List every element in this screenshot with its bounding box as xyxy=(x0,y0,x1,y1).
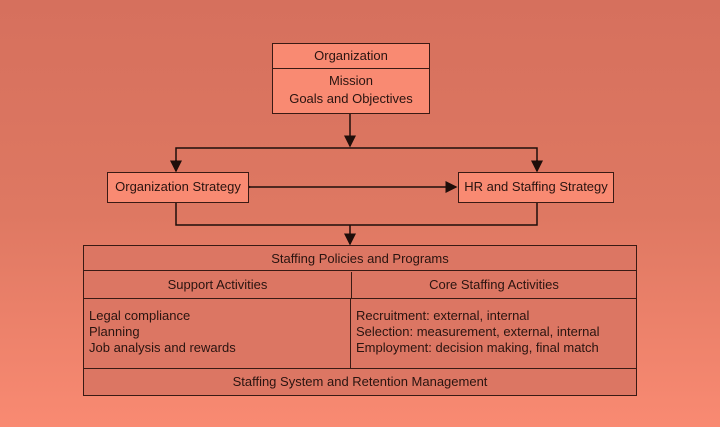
staffing-policies-table: Staffing Policies and Programs Support A… xyxy=(83,245,637,396)
list-item: Selection: measurement, external, intern… xyxy=(356,324,600,339)
support-activities-header: Support Activities xyxy=(84,271,352,298)
mission-line: Mission xyxy=(328,73,374,88)
list-item: Planning xyxy=(89,324,140,339)
hr-staffing-strategy-box: HR and Staffing Strategy xyxy=(458,172,614,203)
activity-lists: Legal compliance Planning Job analysis a… xyxy=(84,299,636,369)
core-list: Recruitment: external, internal Selectio… xyxy=(351,299,636,368)
goals-line: Goals and Objectives xyxy=(289,91,413,106)
organization-strategy-box: Organization Strategy xyxy=(107,172,249,203)
support-list: Legal compliance Planning Job analysis a… xyxy=(84,299,351,368)
list-item: Employment: decision making, final match xyxy=(356,340,599,355)
core-activities-header: Core Staffing Activities xyxy=(429,276,559,292)
branch-line xyxy=(175,147,538,171)
merge-line xyxy=(175,202,538,226)
list-item: Recruitment: external, internal xyxy=(356,308,530,323)
activity-headers: Support Activities Core Staffing Activit… xyxy=(84,271,636,299)
list-item: Job analysis and rewards xyxy=(89,340,236,355)
retention-footer: Staffing System and Retention Management xyxy=(232,374,488,389)
policies-title: Staffing Policies and Programs xyxy=(84,246,636,271)
organization-box: Organization Mission Goals and Objective… xyxy=(272,43,430,114)
list-item: Legal compliance xyxy=(89,308,191,323)
organization-title: Organization xyxy=(273,44,429,69)
